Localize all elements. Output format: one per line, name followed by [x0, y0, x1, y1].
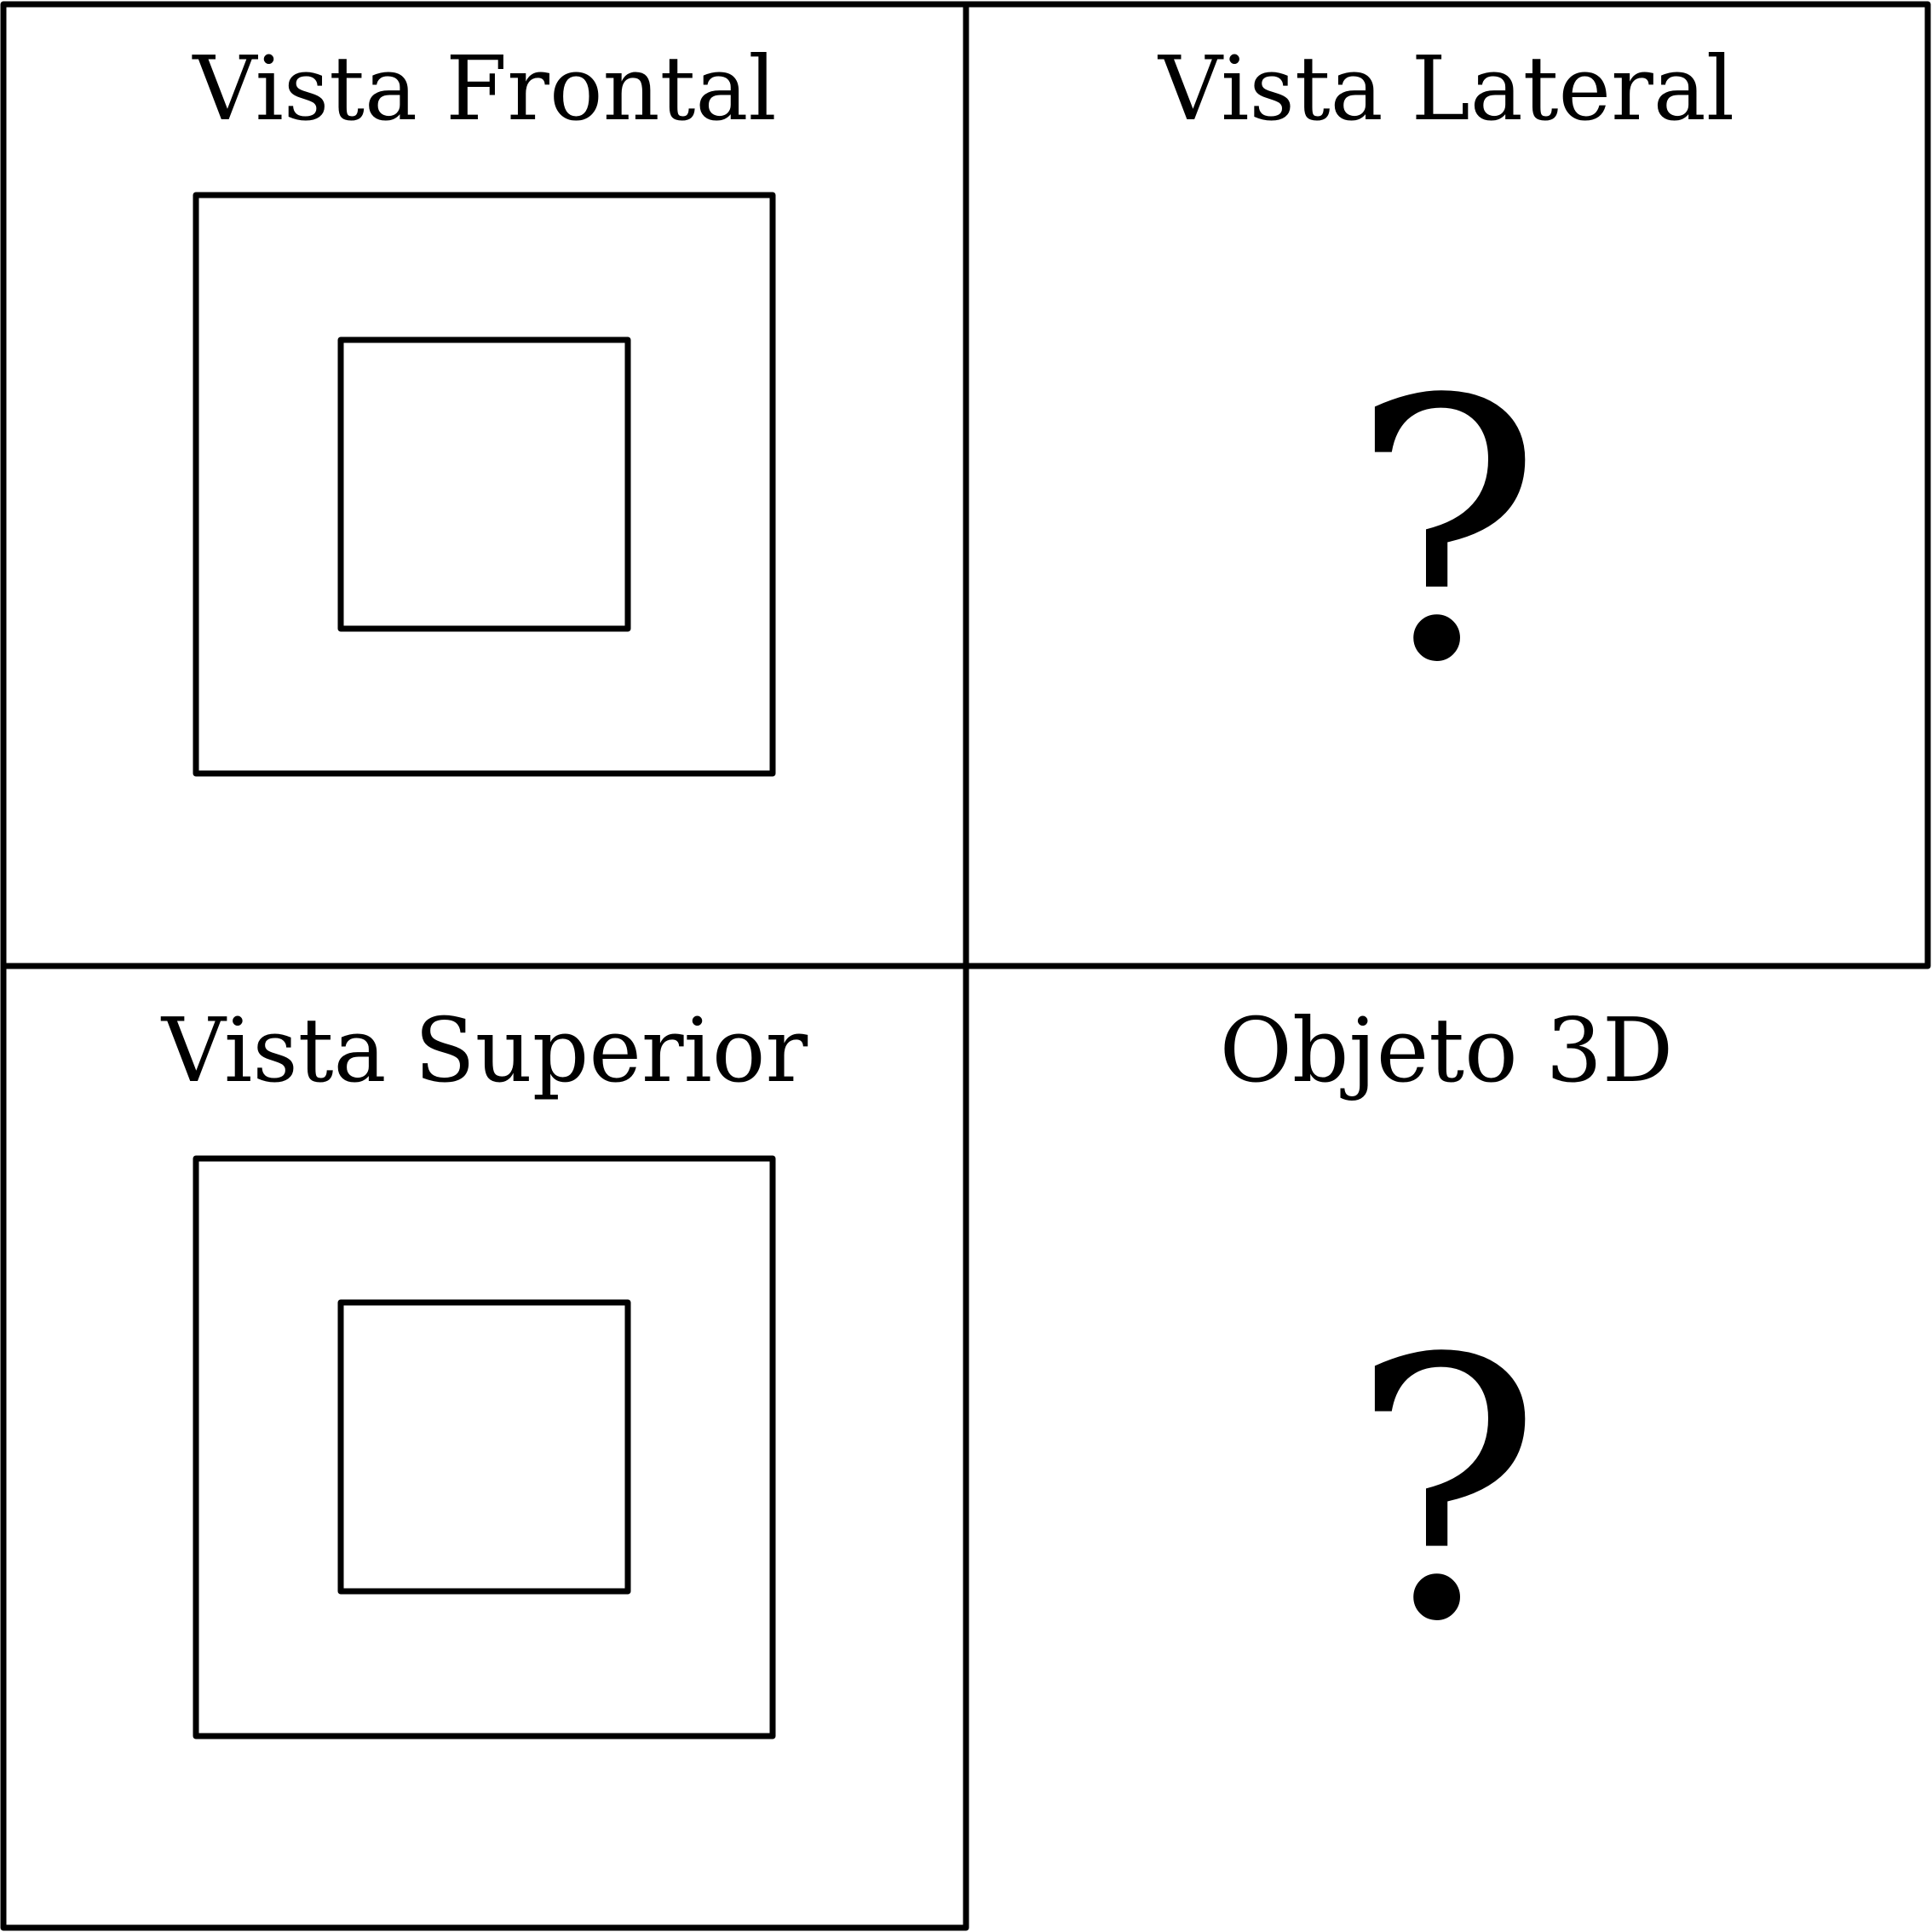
side-view-question-mark: ?	[1350, 325, 1542, 741]
top-view-inner-square	[337, 1299, 631, 1595]
front-view-title: Vista Frontal	[191, 37, 776, 141]
front-view-outer-square	[193, 192, 776, 777]
top-view-title: Vista Superior	[160, 998, 808, 1102]
side-view-panel: Vista Lateral ?	[1157, 37, 1734, 741]
top-view-outer-square	[193, 1155, 776, 1739]
object-3d-title: Objeto 3D	[1220, 998, 1674, 1102]
front-view-inner-square	[337, 336, 631, 632]
front-view-frame	[0, 1, 969, 969]
object-3d-panel: Objeto 3D ?	[1220, 998, 1674, 1700]
side-view-title: Vista Lateral	[1157, 37, 1734, 141]
side-view-frame	[963, 1, 1931, 969]
top-view-frame	[0, 963, 969, 1931]
object-3d-question-mark: ?	[1350, 1284, 1542, 1700]
top-view-panel: Vista Superior	[160, 998, 808, 1739]
front-view-panel: Vista Frontal	[191, 37, 777, 777]
